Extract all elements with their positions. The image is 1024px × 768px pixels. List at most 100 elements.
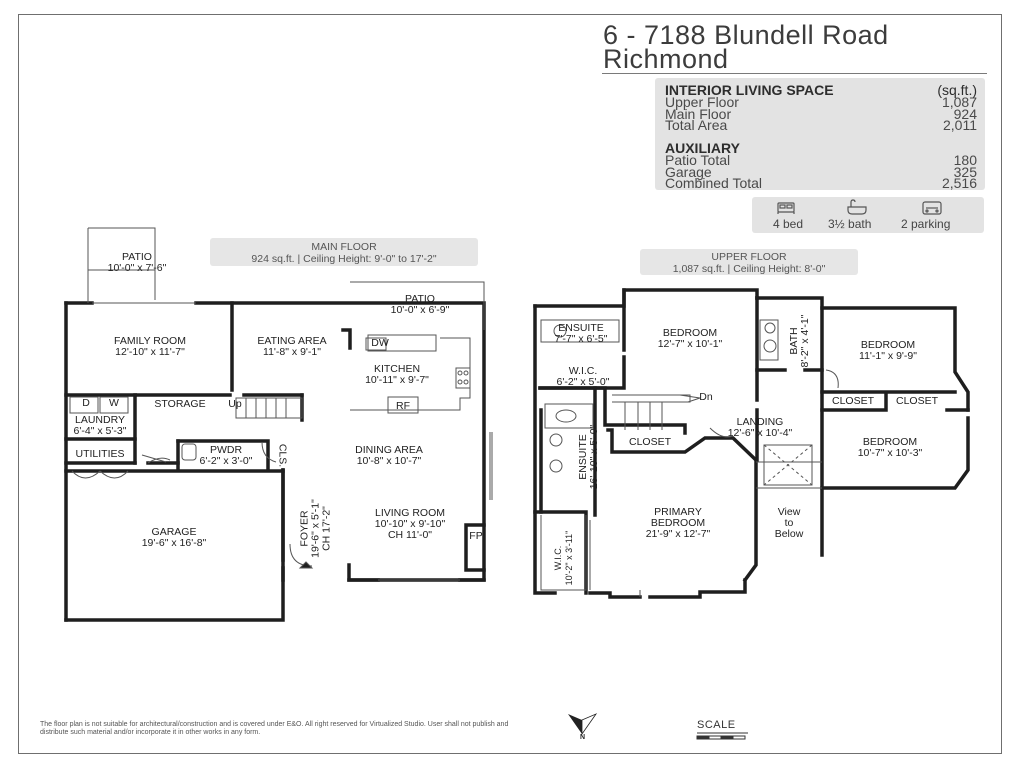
area-row-total: Total Area 2,011 <box>665 118 977 132</box>
appliance-rf: RF <box>396 400 410 412</box>
room-dims: 11'-1" x 9'-9" <box>859 350 917 362</box>
room-dims: 11'-8" x 9'-1" <box>263 346 321 358</box>
room-name: W.I.C. <box>553 545 563 571</box>
area-value: 2,011 <box>943 117 977 133</box>
disclaimer-text: The floor plan is not suitable for archi… <box>40 721 509 737</box>
upper-floor-subtitle: 1,087 sq.ft. | Ceiling Height: 8'-0" <box>672 263 826 275</box>
listing-city: Richmond <box>603 44 729 74</box>
area-value: 325 <box>953 164 977 180</box>
room-name: ENSUITE <box>558 322 604 334</box>
area-value: 1,087 <box>941 94 977 110</box>
scale-label: SCALE <box>697 719 736 731</box>
amenities-panel: 4 bed 3½ bath 2 parking <box>752 197 984 233</box>
room-name: BEDROOM <box>862 436 918 448</box>
room-dims: 12'-10" x 11'-7" <box>115 346 185 358</box>
bath-count: 3½ bath <box>828 217 872 231</box>
room-name: LAUNDRY <box>75 414 125 426</box>
room-name: PRIMARY <box>654 506 702 518</box>
room-dims: 10'-7" x 10'-3" <box>857 447 923 459</box>
amenity-icons <box>777 199 942 215</box>
room-dims: 7'-7" x 6'-5" <box>554 333 608 345</box>
room-dims: 19'-6" x 16'-8" <box>141 537 207 549</box>
room-name: PATIO <box>122 251 152 263</box>
upper-floor-banner: UPPER FLOOR 1,087 sq.ft. | Ceiling Heigh… <box>640 249 858 275</box>
room-dims: 21'-9" x 12'-7" <box>645 528 711 540</box>
area-row-main: Main Floor 924 <box>665 107 977 121</box>
room-dims: 6'-2" x 5'-0" <box>556 376 610 388</box>
room-dims: 10'-0" x 6'-9" <box>390 304 450 316</box>
bed-count: 4 bed <box>773 217 804 231</box>
room-dims: 10'-0" x 7'-6" <box>107 262 167 274</box>
room-storage: STORAGE <box>154 398 206 410</box>
area-value: 924 <box>953 106 977 122</box>
room-wic-side: W.I.C.10'-2" x 3'-11" <box>553 531 575 586</box>
room-name: PATIO <box>405 293 435 305</box>
interior-heading: INTERIOR LIVING SPACE <box>665 82 834 98</box>
room-name: BEDROOM <box>860 339 916 351</box>
main-floor-title: MAIN FLOOR <box>311 241 377 253</box>
room-name: LANDING <box>736 416 784 428</box>
parking-count: 2 parking <box>901 217 951 231</box>
view-line-2: to <box>784 517 794 529</box>
area-label: Combined Total <box>665 175 763 191</box>
room-closet-3: CLOSET <box>628 436 672 448</box>
room-name: EATING AREA <box>257 335 327 347</box>
page-frame <box>18 14 1002 754</box>
view-line-3: Below <box>774 528 804 540</box>
room-closet-cls: CLS. <box>276 443 289 468</box>
area-label: Total Area <box>665 117 728 133</box>
area-label: Main Floor <box>665 106 732 122</box>
stair-down-label: Dn <box>699 391 713 403</box>
fireplace-label: FP <box>469 530 483 542</box>
area-value: 2,516 <box>941 175 977 191</box>
area-label: Garage <box>665 164 712 180</box>
title-divider <box>602 73 987 74</box>
area-row-garage: Garage 325 <box>665 165 977 179</box>
room-dims: 10'-2" x 3'-11" <box>564 530 574 586</box>
room-dims: 16'-10" x 5'-0" <box>588 424 600 490</box>
room-name: GARAGE <box>151 526 197 538</box>
room-dims: 6'-2" x 3'-0" <box>199 455 253 467</box>
listing-address: 6 - 7188 Blundell Road <box>603 20 889 50</box>
upper-floor-title: UPPER FLOOR <box>711 251 787 263</box>
room-name-2: BEDROOM <box>650 517 706 529</box>
area-label: Patio Total <box>665 152 731 168</box>
area-summary-panel: INTERIOR LIVING SPACE (sq.ft.) Upper Flo… <box>655 78 985 190</box>
upper-floor-thin-lines <box>540 319 839 597</box>
area-row-combined: Combined Total 2,516 <box>665 176 977 190</box>
room-name: W.I.C. <box>568 365 598 377</box>
room-utilities: UTILITIES <box>75 448 125 460</box>
stair-up-label: Up <box>228 398 242 410</box>
room-dims: 12'-6" x 10'-4" <box>727 427 793 439</box>
room-dims: 10'-10" x 9'-10" <box>374 518 446 530</box>
room-dims: 10'-8" x 10'-7" <box>356 455 422 467</box>
room-name: LIVING ROOM <box>374 507 446 519</box>
area-row-patio: Patio Total 180 <box>665 153 977 167</box>
main-floor-banner: MAIN FLOOR 924 sq.ft. | Ceiling Height: … <box>210 238 478 266</box>
room-closet-2: CLOSET <box>895 395 939 407</box>
room-name: DINING AREA <box>355 444 423 456</box>
bed-icon <box>777 202 795 214</box>
room-ceiling: CH 17'-2" <box>320 506 333 551</box>
appliance-dw: DW <box>371 337 389 349</box>
room-name: FAMILY ROOM <box>114 335 186 347</box>
room-dims: 12'-7" x 10'-1" <box>657 338 723 350</box>
bathtub-icon <box>847 199 867 215</box>
area-unit: (sq.ft.) <box>937 82 977 98</box>
